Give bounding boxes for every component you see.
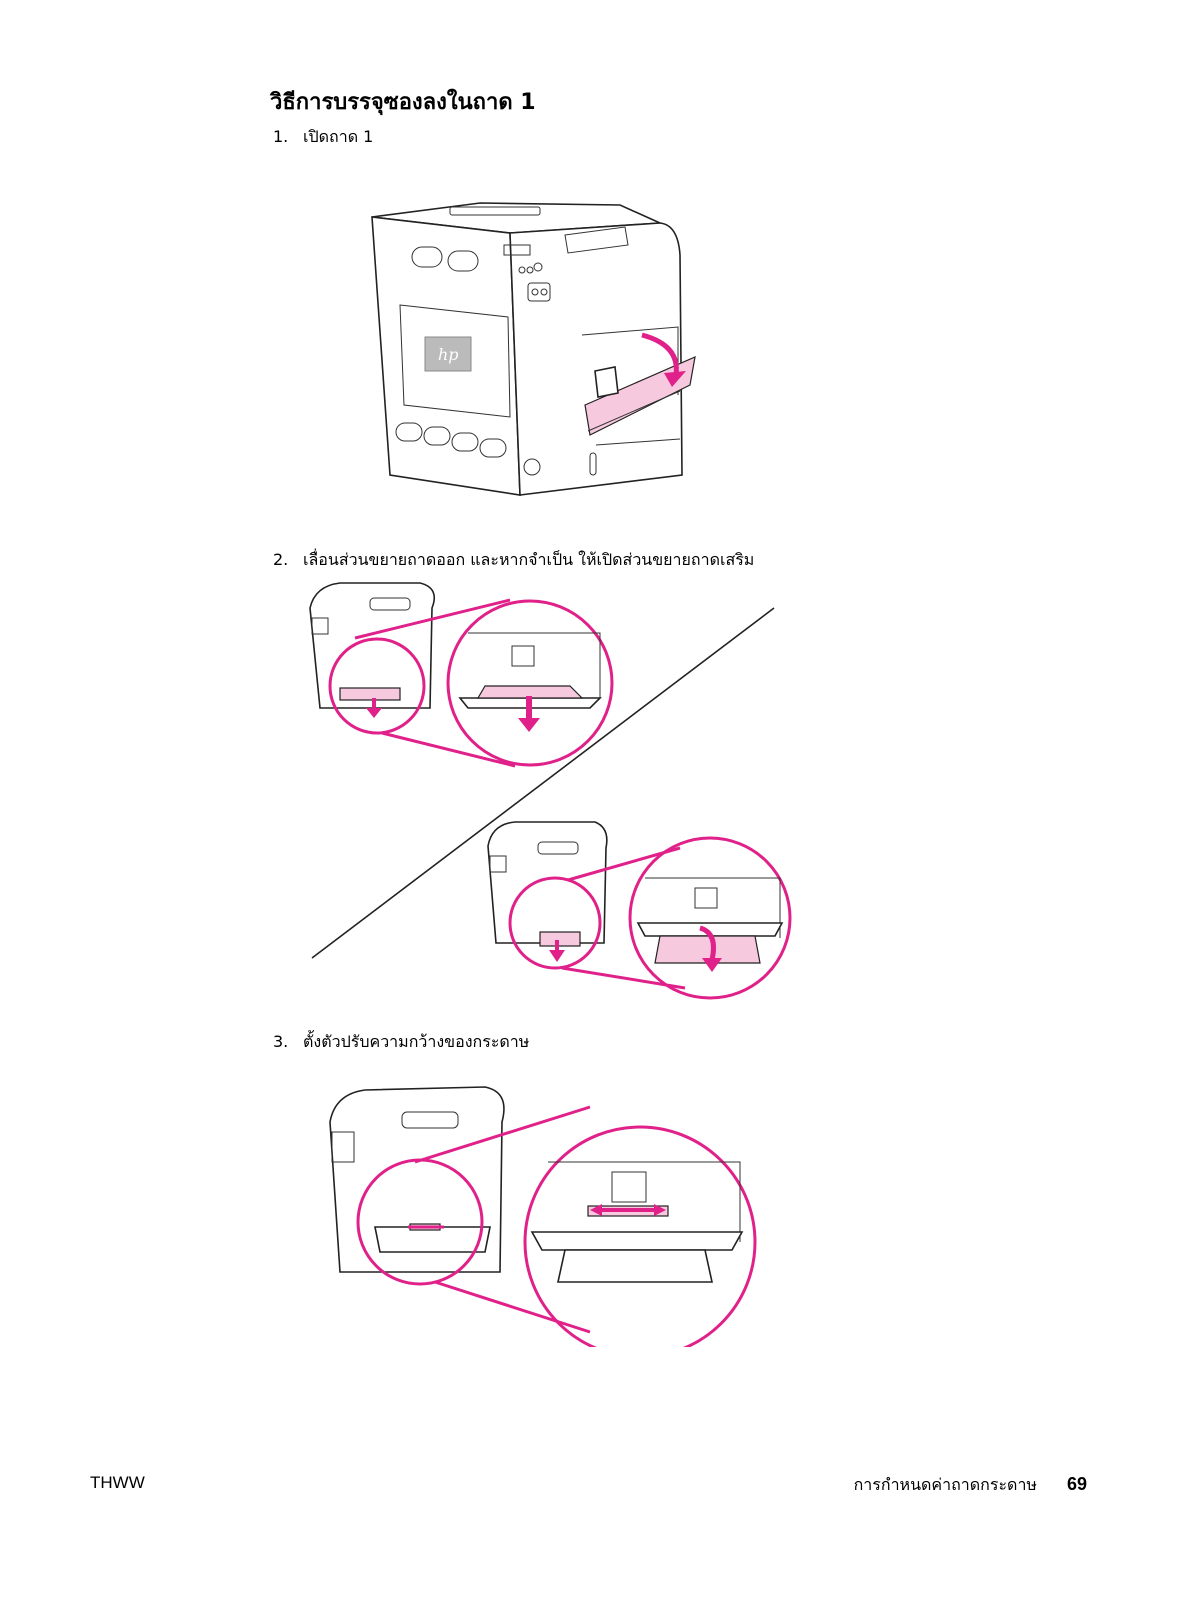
zoom-upper (458, 632, 602, 732)
footer-doc-code: THWW (90, 1473, 145, 1492)
zoom-3 (530, 1161, 744, 1283)
step-number: 1. (273, 127, 289, 146)
page-number: 69 (1066, 1474, 1087, 1494)
hp-logo: hp (424, 336, 472, 372)
step-text: เปิดถาด 1 (303, 127, 374, 146)
step-2: 2. เลื่อนส่วนขยายถาดออก และหากจำเป็น ให้เ… (273, 548, 754, 573)
printer-upper (309, 582, 436, 718)
step-3: 3. ตั้งตัวปรับความกว้างของกระดาษ (273, 1030, 529, 1055)
zoom-lower (636, 877, 784, 972)
step-text: เลื่อนส่วนขยายถาดออก และหากจำเป็น ให้เปิ… (303, 550, 755, 569)
svg-text:hp: hp (438, 345, 459, 364)
step-number: 3. (273, 1032, 289, 1051)
step-text: ตั้งตัวปรับความกว้างของกระดาษ (303, 1032, 530, 1051)
printer-lower (487, 821, 608, 962)
figure-extend-tray (309, 582, 792, 1000)
figure-width-guides (329, 1086, 757, 1347)
printer-3 (329, 1086, 505, 1273)
step-number: 2. (273, 550, 289, 569)
figure-open-tray-1: hp (371, 202, 696, 496)
step-1: 1. เปิดถาด 1 (273, 125, 373, 150)
page-title: วิธีการบรรจุซองลงในถาด 1 (270, 90, 536, 115)
footer-section-title: การกำหนดค่าถาดกระดาษ (853, 1475, 1037, 1494)
footer-section: การกำหนดค่าถาดกระดาษ 69 (854, 1473, 1087, 1498)
